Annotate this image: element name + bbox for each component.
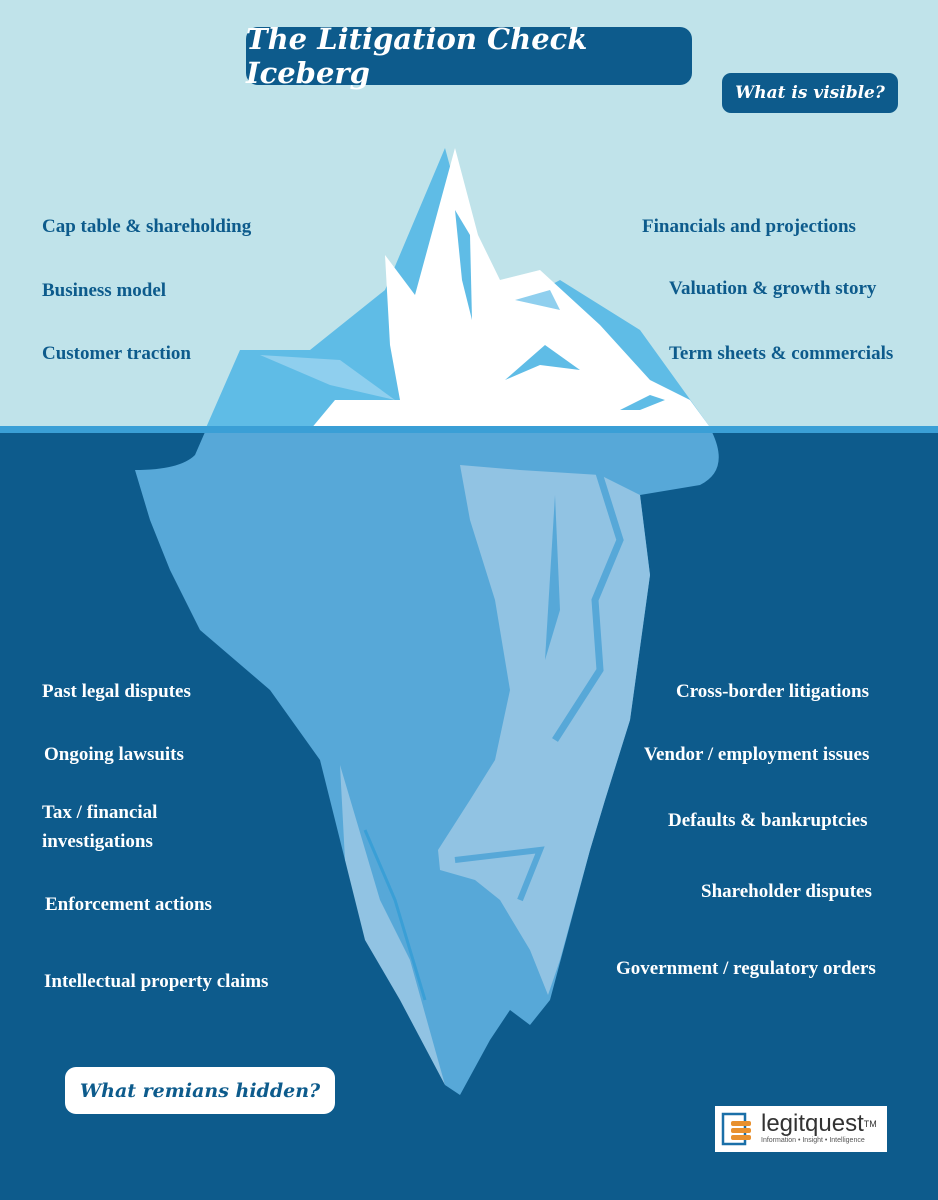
hidden-item: Enforcement actions: [45, 894, 212, 915]
visible-item: Valuation & growth story: [669, 278, 877, 299]
underwater-ice-shard: [340, 765, 445, 1085]
visible-item: Financials and projections: [642, 216, 856, 237]
logo-tagline: Information • Insight • Intelligence: [761, 1137, 865, 1144]
iceberg-tip-sliver: [260, 355, 395, 400]
logo-book-icon: [721, 1112, 751, 1146]
iceberg-tip-sliver: [515, 290, 560, 310]
iceberg-tip-snow: [310, 148, 712, 430]
hidden-tag: What remians hidden?: [65, 1067, 335, 1114]
visible-item: Term sheets & commercials: [669, 343, 894, 364]
visible-item: Cap table & shareholding: [42, 216, 252, 237]
title-banner: The Litigation Check Iceberg: [246, 22, 692, 90]
hidden-item: Intellectual property claims: [44, 971, 269, 992]
iceberg-tip-sliver: [505, 345, 580, 380]
hidden-item: Past legal disputes: [42, 681, 191, 702]
logo-trademark: TM: [863, 1119, 877, 1129]
page-title: The Litigation Check Iceberg: [246, 22, 588, 90]
ice-crevice: [545, 495, 560, 660]
logo-wordmark: legitquest: [761, 1110, 864, 1137]
hidden-item: Ongoing lawsuits: [44, 744, 184, 765]
ice-crevice: [363, 829, 427, 1001]
hidden-item: Defaults & bankruptcies: [668, 810, 868, 831]
hidden-item: Tax / financial investigations: [42, 802, 158, 852]
iceberg-tip-sliver: [455, 210, 472, 320]
iceberg-tip-sliver: [620, 395, 665, 410]
visible-tag: What is visible?: [722, 73, 898, 113]
waterline: [0, 426, 938, 433]
visible-item: Business model: [42, 280, 167, 301]
hidden-item: Cross-border litigations: [676, 681, 869, 702]
hidden-tag-label: What remians hidden?: [79, 1079, 321, 1102]
ice-crevice: [454, 846, 545, 902]
visible-tag-label: What is visible?: [735, 83, 885, 103]
ice-crevice: [552, 468, 624, 742]
legitquest-logo: legitquestTM Information • Insight • Int…: [715, 1106, 887, 1152]
hidden-item: Shareholder disputes: [701, 881, 872, 902]
hidden-item: Government / regulatory orders: [616, 958, 876, 979]
visible-item: Customer traction: [42, 343, 191, 364]
hidden-item: Vendor / employment issues: [644, 744, 870, 765]
